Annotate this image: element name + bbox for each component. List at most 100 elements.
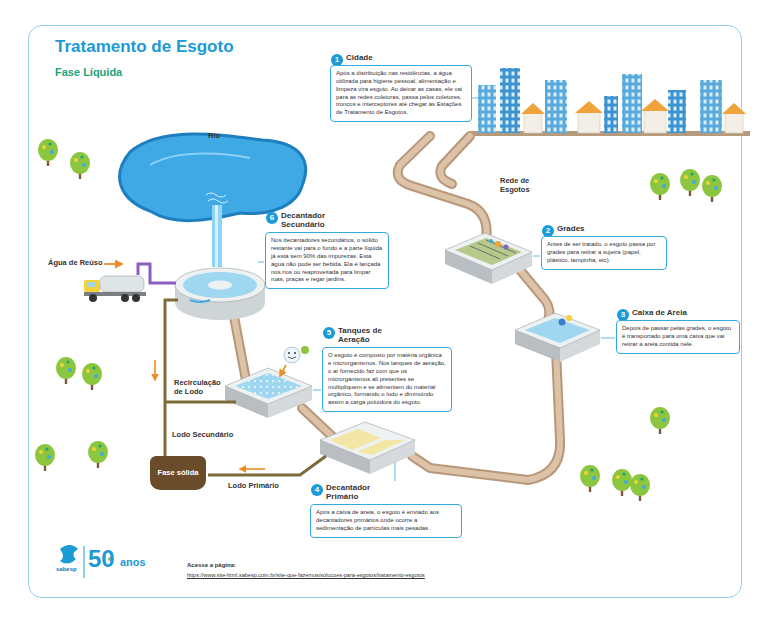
step-callout: CidadeApós a distribuição nas residência…: [330, 53, 472, 122]
tree: [714, 186, 718, 190]
aeration-tank: [225, 346, 312, 418]
step-callout: Caixa de AreiaDepois de passar pelas gra…: [616, 308, 740, 354]
logo-text: sabesp: [56, 566, 77, 573]
tree: [680, 169, 700, 191]
tree: [68, 368, 72, 372]
tree: [662, 184, 666, 188]
tree: [56, 357, 76, 384]
aeration-tank: [301, 346, 309, 354]
reuse-truck: [84, 264, 176, 302]
city: [668, 90, 686, 133]
step-callout: Decantador SecundárioNos decantadores se…: [265, 211, 389, 289]
city: [500, 68, 520, 133]
logo: [60, 545, 78, 564]
tree: [642, 485, 646, 489]
sludge-line: [208, 456, 326, 475]
reuse-truck: [104, 263, 122, 265]
river: [212, 205, 222, 267]
sewer-pipe: [440, 136, 470, 184]
aeration-tank: [288, 357, 296, 359]
city: [700, 80, 722, 133]
secondary-clarifier: [190, 300, 210, 302]
step-heading: Cidade: [330, 53, 472, 62]
reuse-truck: [89, 294, 97, 302]
aeration-tank: [294, 352, 296, 354]
callout-number: 2: [542, 225, 554, 237]
secondary-clarifier: [175, 268, 265, 320]
step-description: Antes de ser tratado, o esgoto passa por…: [541, 236, 667, 269]
city: [578, 112, 600, 133]
grit-tank: [559, 319, 566, 326]
tree: [702, 175, 722, 202]
recirculation-label: Recirculação de Lodo: [174, 378, 230, 396]
tree: [660, 410, 663, 413]
sludge-label: Lodo Primário: [228, 481, 279, 490]
tree: [630, 474, 650, 496]
sludge-line: [165, 401, 236, 404]
sludge-line: [155, 300, 326, 475]
tree: [702, 175, 722, 197]
secondary-clarifier: [183, 272, 257, 298]
callout-number: 1: [331, 54, 343, 66]
tree: [82, 163, 86, 167]
callout-number: 3: [617, 309, 629, 321]
city: [604, 96, 618, 133]
tree: [692, 180, 696, 184]
tree: [92, 366, 95, 369]
tree: [35, 444, 55, 466]
sludge-label: Lodo Secundário: [172, 430, 233, 439]
step-heading: Decantador Secundário: [265, 211, 357, 229]
city: [641, 99, 669, 111]
tree: [712, 178, 715, 181]
tree: [654, 413, 658, 417]
sludge-line: [154, 360, 156, 380]
tree: [88, 441, 108, 463]
tree: [630, 474, 650, 501]
screen-tank: [470, 240, 516, 259]
city: [722, 103, 746, 114]
step-description: O esgoto é composto por matéria orgânica…: [322, 347, 452, 412]
step-heading: Grades: [541, 224, 667, 233]
tree: [612, 469, 632, 496]
leader-line: [395, 462, 396, 481]
reuse-truck: [121, 294, 129, 302]
grit-tank: [515, 313, 600, 362]
solid-phase-box: Fase sólida: [150, 456, 206, 490]
river: [150, 154, 250, 165]
tree: [640, 477, 643, 480]
city: [545, 80, 567, 133]
tree: [50, 150, 54, 154]
leader-line: [601, 338, 615, 339]
tree: [94, 374, 98, 378]
grit-tank: [525, 318, 590, 343]
sewer-pipe: [440, 136, 470, 184]
grit-tank: [566, 315, 572, 321]
city: [524, 113, 542, 133]
screen-tank: [495, 241, 501, 247]
primary-clarifier: [357, 440, 405, 455]
step-heading: Decantador Primário: [310, 483, 396, 501]
tree: [70, 152, 90, 179]
tree: [60, 363, 64, 367]
network-label: Rede de Esgotos: [500, 176, 542, 194]
tree: [35, 444, 55, 471]
tree: [66, 360, 69, 363]
tree: [654, 179, 658, 183]
sewer-pipe: [520, 270, 549, 320]
city: [622, 74, 642, 133]
city: [575, 101, 603, 113]
tree: [39, 450, 43, 454]
logo-text: anos: [120, 556, 146, 569]
tree: [690, 172, 693, 175]
tree: [622, 472, 625, 475]
leader-line: [313, 390, 321, 391]
tree: [624, 480, 628, 484]
reuse-truck: [87, 282, 95, 287]
tree: [82, 363, 102, 385]
tree: [56, 357, 76, 379]
screen-tank: [504, 245, 509, 250]
reuse-truck: [132, 294, 140, 302]
tree: [74, 158, 78, 162]
step-heading: Caixa de Areia: [616, 308, 740, 317]
sewer-pipe: [302, 408, 336, 440]
